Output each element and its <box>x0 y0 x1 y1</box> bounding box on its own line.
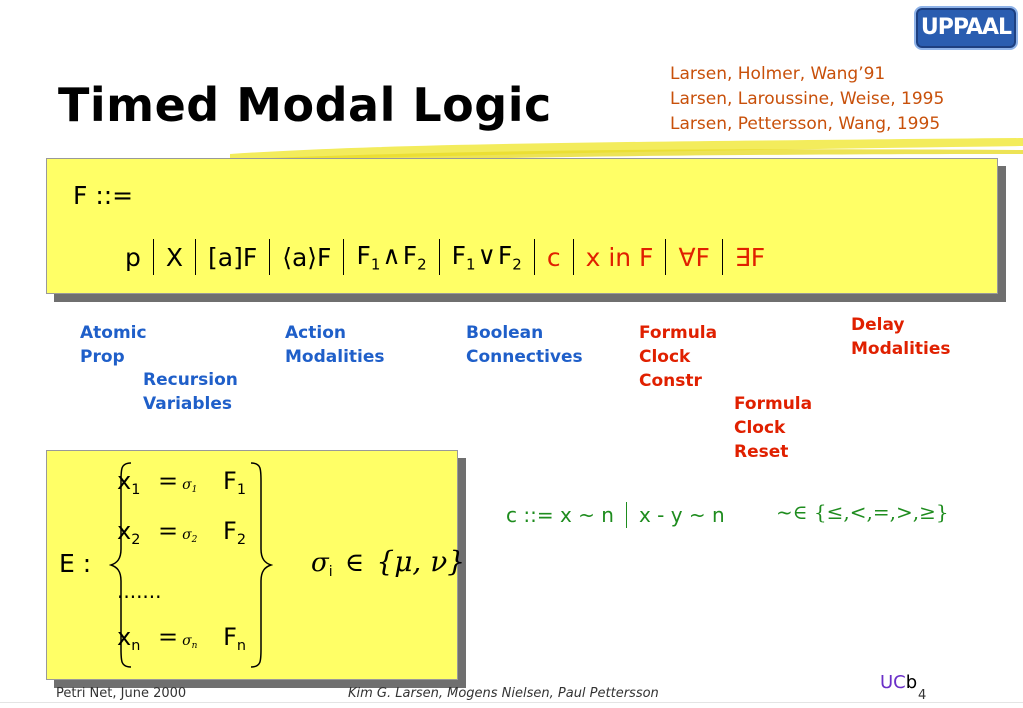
grammar-clock-constraint: c <box>546 242 561 272</box>
equation-row-2: x2 =σ2 F2 <box>117 517 247 549</box>
equation-row-n: xn =σn Fn <box>117 623 247 655</box>
footer-authors: Kim G. Larsen, Mogens Nielsen, Paul Pett… <box>348 686 659 701</box>
equation-ellipsis: ....... <box>117 579 162 603</box>
grammar-diamond-modality: ⟨a⟩F <box>282 242 332 272</box>
ucb-logo: UCb <box>880 672 918 693</box>
relation-set: ~∈ {≤,<,=,>,≥} <box>776 500 949 524</box>
references: Larsen, Holmer, Wang’91 Larsen, Laroussi… <box>670 62 944 137</box>
grammar-separator <box>343 239 345 275</box>
constraint-separator <box>625 502 627 528</box>
grammar-separator <box>721 239 723 275</box>
grammar-clock-reset: x in F <box>585 242 654 272</box>
reference-2: Larsen, Laroussine, Weise, 1995 <box>670 89 945 109</box>
grammar-separator <box>195 239 197 275</box>
sigma-membership: σi ∈ {μ, ν} <box>311 545 466 580</box>
left-brace <box>109 462 132 668</box>
grammar-recursion-var: X <box>165 242 184 272</box>
equation-row-1: x1 =σ1 F1 <box>117 467 247 499</box>
reference-3: Larsen, Pettersson, Wang, 1995 <box>670 114 941 134</box>
footer-divider <box>0 702 1023 703</box>
grammar-separator <box>572 239 574 275</box>
grammar-disjunction: F1∨F2 <box>451 240 522 274</box>
reference-1: Larsen, Holmer, Wang’91 <box>670 64 886 84</box>
right-brace <box>250 462 273 668</box>
grammar-rhs: p X [a]F ⟨a⟩F F1∧F2 F1∨F2 c x in F ∀F ∃F <box>125 237 765 277</box>
page-number: 4 <box>918 688 927 703</box>
grammar-atomic-prop: p <box>125 242 141 272</box>
grammar-box-modality: [a]F <box>208 242 258 272</box>
page-title: Timed Modal Logic <box>58 78 552 132</box>
grammar-conjunction: F1∧F2 <box>356 240 427 274</box>
grammar-forall-delay: ∀F <box>678 242 710 272</box>
footer-left: Petri Net, June 2000 <box>56 686 187 701</box>
grammar-separator <box>533 239 535 275</box>
grammar-separator <box>269 239 271 275</box>
equation-lhs: E : <box>59 549 92 578</box>
grammar-box: F ::= p X [a]F ⟨a⟩F F1∧F2 F1∨F2 c x in F… <box>46 158 998 294</box>
equation-box: E : x1 =σ1 F1 x2 =σ2 F2 ....... xn =σn F… <box>46 450 465 680</box>
clock-constraint-lhs: c ::= x ~ n <box>506 503 614 527</box>
grammar-separator <box>665 239 667 275</box>
uppaal-logo: UPPAAL <box>914 6 1018 50</box>
grammar-lhs: F ::= <box>73 181 134 210</box>
clock-constraint-rhs: x - y ~ n <box>638 503 725 527</box>
grammar-separator <box>438 239 440 275</box>
yellow-brush-stroke <box>230 138 1023 163</box>
grammar-separator <box>152 239 154 275</box>
grammar-exists-delay: ∃F <box>734 242 766 272</box>
clock-constraint-grammar: c ::= x ~ n x - y ~ n <box>506 502 725 528</box>
